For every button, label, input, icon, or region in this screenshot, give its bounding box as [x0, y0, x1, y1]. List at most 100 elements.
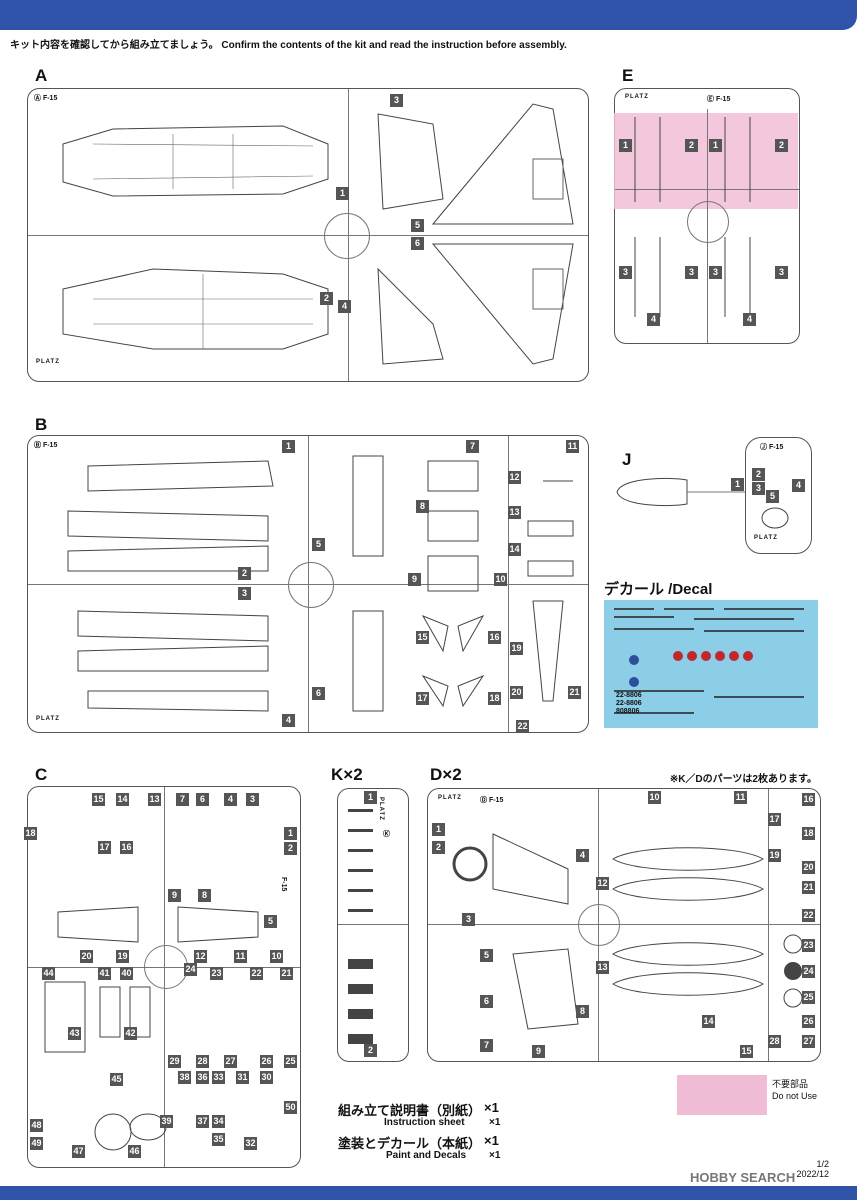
part-number: 41	[98, 967, 111, 980]
sprue-e: PLATZ Ⓔ F-15 1 2 1 2 3 3 3 3 4 4	[614, 88, 800, 344]
part-number: 7	[176, 793, 189, 806]
part-number: 3	[709, 266, 722, 279]
part-number: 8	[416, 500, 429, 513]
page-date: 2022/12	[796, 1169, 829, 1179]
part-number: 24	[802, 965, 815, 978]
fuel-tank-parts	[612, 847, 764, 901]
gate-ring	[324, 213, 370, 259]
part-number: 13	[596, 961, 609, 974]
platz-logo: PLATZ	[754, 535, 778, 541]
part-number: 3	[752, 482, 765, 495]
sprue-e-tag: Ⓔ F-15	[707, 96, 731, 103]
part-number: 1	[282, 440, 295, 453]
sprue-d-tag: Ⓓ F-15	[480, 797, 504, 804]
part-number: 11	[566, 440, 579, 453]
sprue-k-tag: Ⓚ	[383, 831, 390, 838]
d-fin-part	[512, 948, 579, 1030]
part-number: 16	[488, 631, 501, 644]
part-number: 3	[238, 587, 251, 600]
part-number: 22	[802, 909, 815, 922]
part-number: 1	[619, 139, 632, 152]
part-number: 4	[647, 313, 660, 326]
unused-legend-en: Do not Use	[772, 1091, 818, 1101]
decal-title: デカール /Decal	[604, 581, 713, 598]
part-number: 15	[92, 793, 105, 806]
part-number: 7	[480, 1039, 493, 1052]
part-number: 8	[576, 1005, 589, 1018]
part-number: 5	[766, 490, 779, 503]
sprue-d: PLATZ Ⓓ F-15 1 2 3 4 5 6 7 8 9 10 11 12 …	[427, 788, 821, 1062]
part-number: 6	[196, 793, 209, 806]
part-number: 35	[212, 1133, 225, 1146]
part-number: 11	[734, 791, 747, 804]
c-panel-parts	[57, 906, 259, 943]
fuselage-lower-part	[62, 125, 329, 197]
tail-fin-part	[377, 113, 444, 210]
part-number: 2	[284, 842, 297, 855]
part-number: 22	[516, 720, 529, 733]
part-number: 24	[184, 963, 197, 976]
part-number: 4	[224, 793, 237, 806]
part-number: 13	[508, 506, 521, 519]
part-number: 4	[743, 313, 756, 326]
part-number: 1	[364, 791, 377, 804]
runner	[28, 235, 588, 236]
part-number: 10	[648, 791, 661, 804]
runner	[768, 789, 769, 1061]
sprue-c-tag: F-15	[280, 877, 287, 892]
part-number: 26	[802, 1015, 815, 1028]
part-number: 5	[411, 219, 424, 232]
cockpit-tub-part	[44, 981, 151, 1053]
part-number: 21	[802, 881, 815, 894]
part-number: 5	[312, 538, 325, 551]
instruction-sheet-qty: ×1	[484, 1100, 499, 1115]
part-number: 20	[802, 861, 815, 874]
instruction-sheet-en-qty: ×1	[489, 1117, 501, 1128]
part-number: 37	[196, 1115, 209, 1128]
part-number: 50	[284, 1101, 297, 1114]
part-number: 28	[196, 1055, 209, 1068]
part-number: 19	[768, 849, 781, 862]
part-number: 2	[775, 139, 788, 152]
paint-decals-en-qty: ×1	[489, 1150, 501, 1161]
section-a-label: A	[35, 66, 48, 85]
platz-logo: PLATZ	[36, 716, 60, 722]
part-number: 18	[24, 827, 37, 840]
part-number: 32	[244, 1137, 257, 1150]
sprue-b-tag: Ⓑ F-15	[34, 442, 58, 449]
instruction-sheet-jp: 組み立て説明書（別紙）	[338, 1103, 482, 1118]
part-number: 25	[802, 991, 815, 1004]
part-number: 23	[210, 967, 223, 980]
part-number: 3	[390, 94, 403, 107]
part-number: 6	[411, 237, 424, 250]
top-bar	[0, 0, 857, 30]
part-number: 14	[508, 543, 521, 556]
part-number: 20	[80, 950, 93, 963]
part-number: 1	[284, 827, 297, 840]
decal-serial: 22-8806	[616, 700, 642, 707]
part-number: 14	[116, 793, 129, 806]
part-number: 5	[264, 915, 277, 928]
part-number: 9	[168, 889, 181, 902]
sprue-b: Ⓑ F-15 PLATZ 1	[27, 435, 589, 733]
part-number: 13	[148, 793, 161, 806]
section-e-label: E	[622, 66, 634, 85]
fuselage-upper-part	[62, 268, 329, 350]
part-number: 48	[30, 1119, 43, 1132]
runner	[338, 924, 408, 925]
unused-legend-jp: 不要部品	[772, 1079, 809, 1089]
part-number: 1	[432, 823, 445, 836]
part-number: 5	[480, 949, 493, 962]
decal-sheet: 22-8806 22-8806 808806	[604, 600, 818, 728]
part-number: 30	[260, 1071, 273, 1084]
part-number: 27	[802, 1035, 815, 1048]
platz-logo: PLATZ	[378, 797, 384, 821]
part-number: 20	[510, 686, 523, 699]
part-number: 15	[416, 631, 429, 644]
part-number: 40	[120, 967, 133, 980]
tail-fin-part	[377, 267, 444, 365]
part-number: 11	[234, 950, 247, 963]
part-number: 9	[532, 1045, 545, 1058]
decal-serials: 22-8806 22-8806 808806	[616, 692, 642, 716]
part-number: 12	[596, 877, 609, 890]
